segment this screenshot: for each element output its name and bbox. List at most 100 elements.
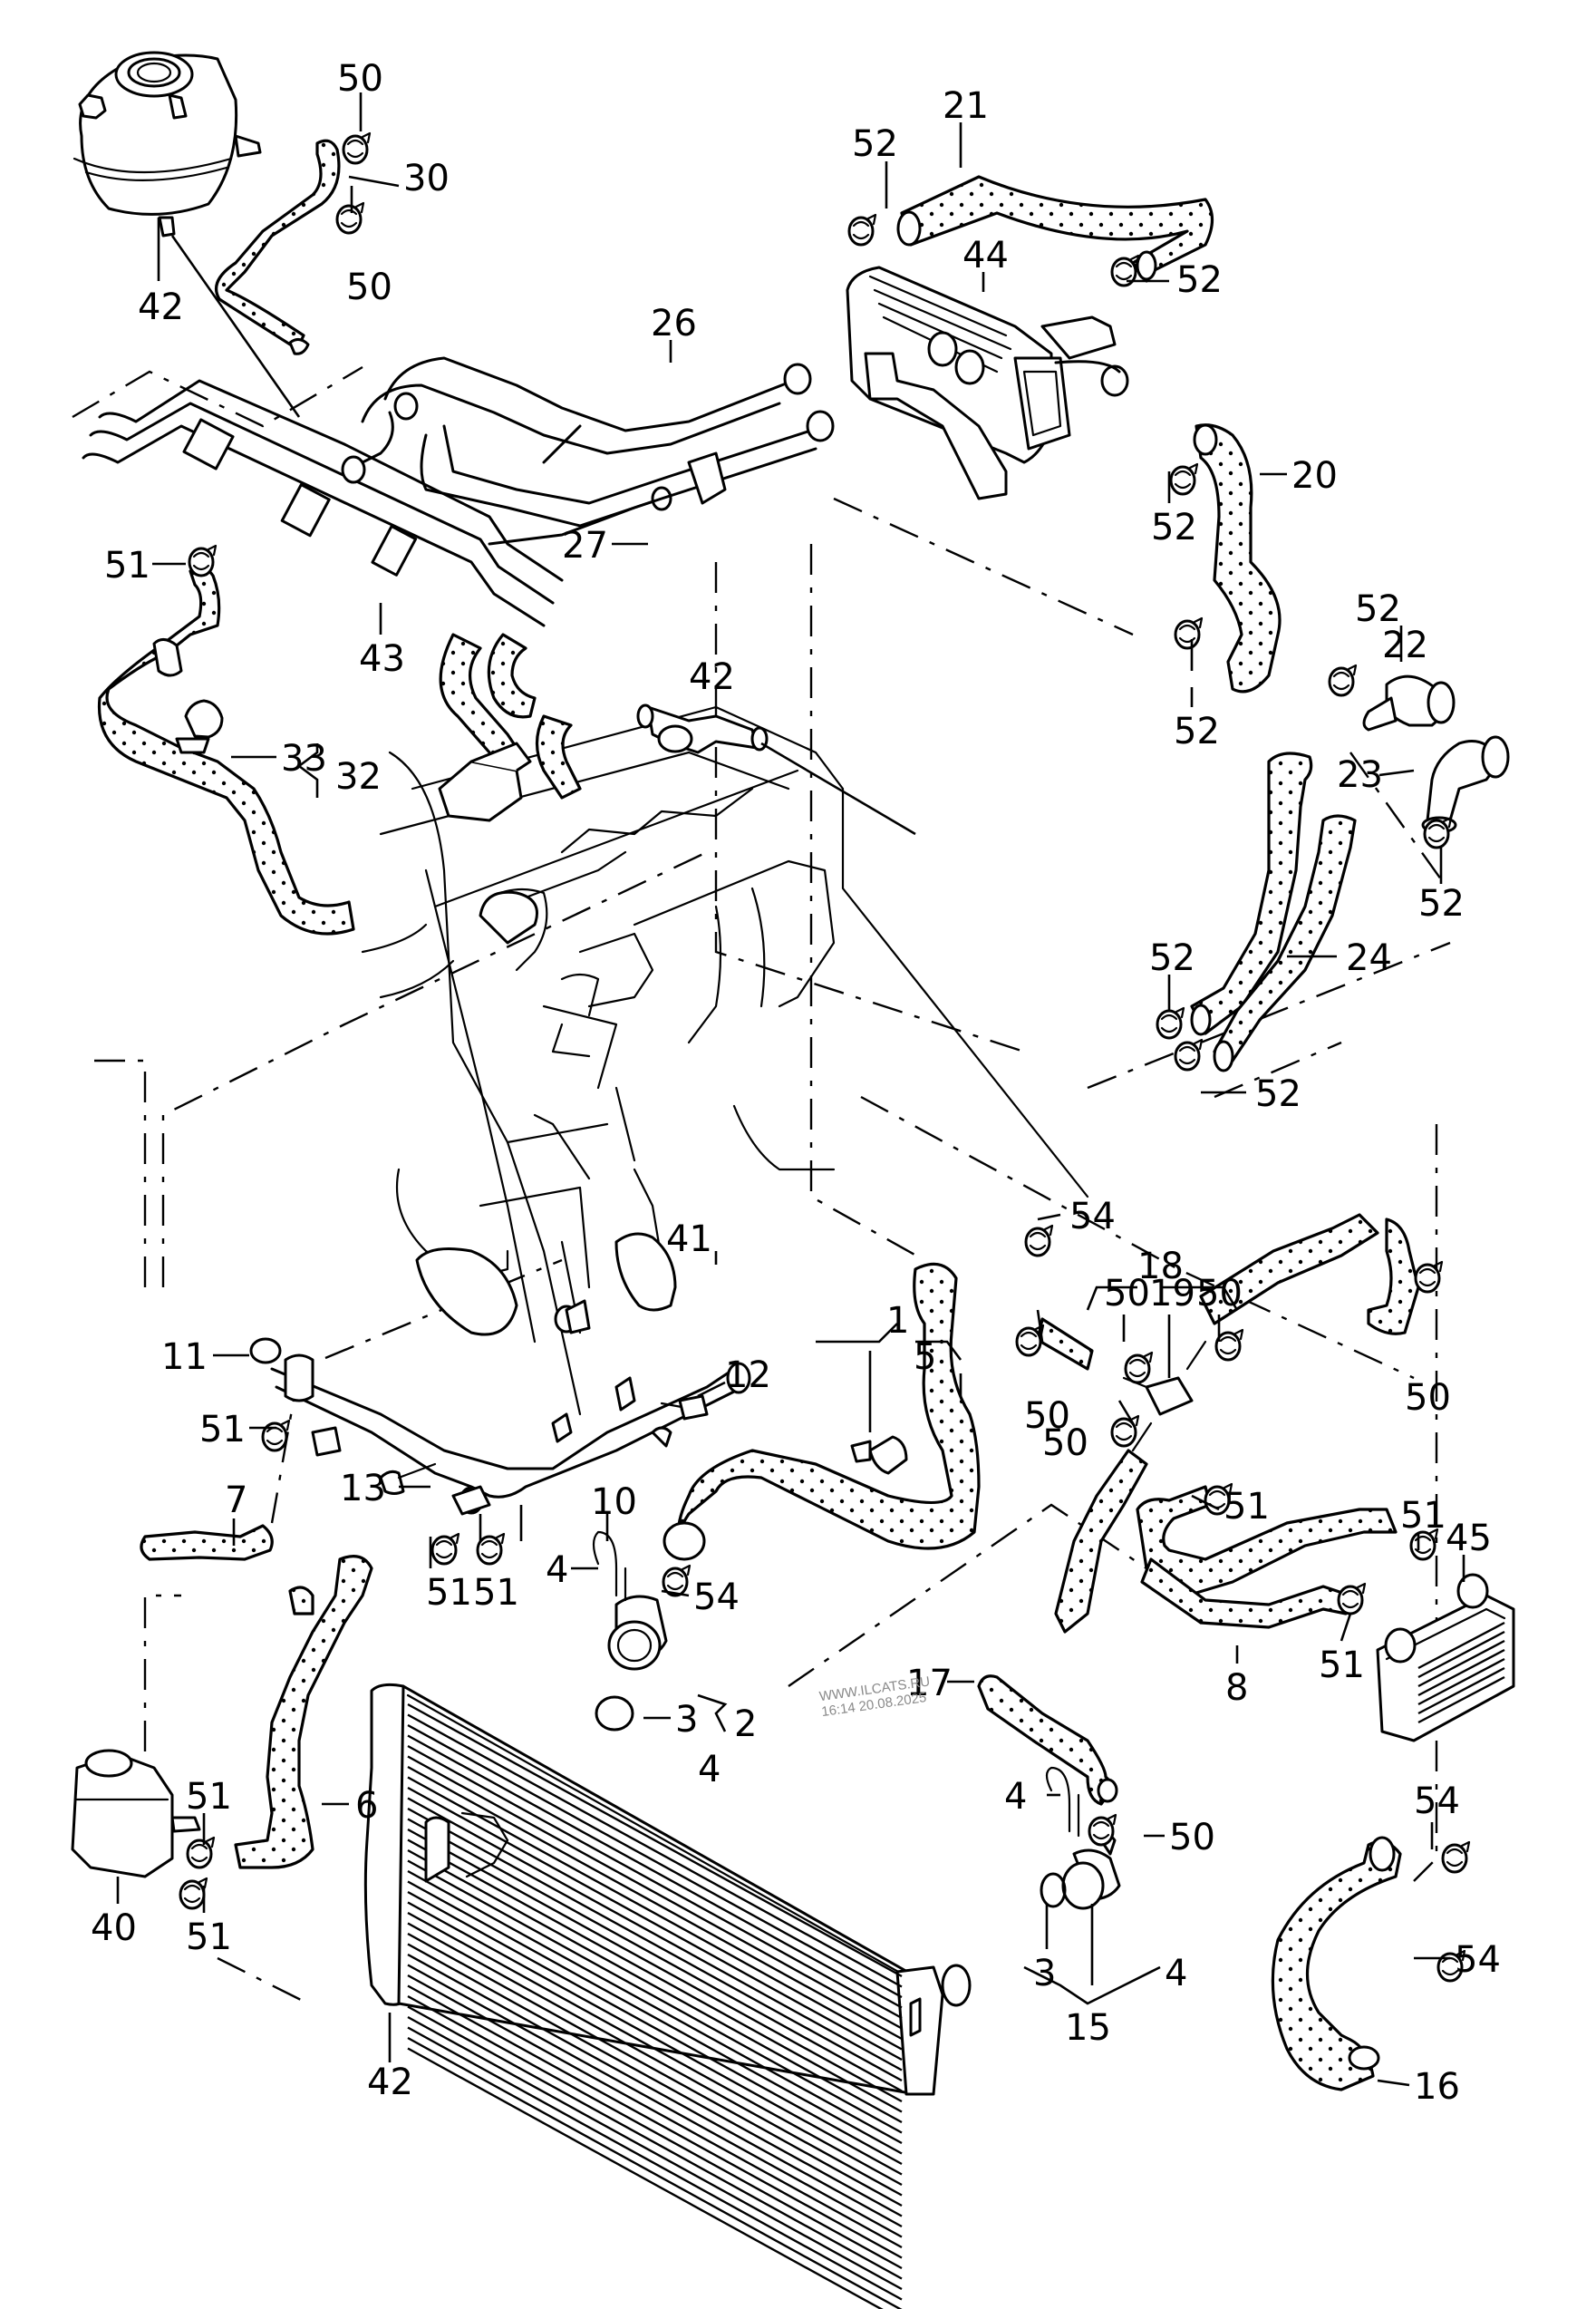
callout-52[interactable]: 52 [1418, 883, 1465, 925]
callout-7[interactable]: 7 [225, 1480, 247, 1521]
radiator-fin [407, 2026, 903, 2301]
callout-2[interactable]: 2 [734, 1703, 757, 1745]
callout-52[interactable]: 52 [1255, 1073, 1301, 1115]
hose-assembly-1 [663, 1262, 981, 1561]
callout-42[interactable]: 42 [689, 656, 735, 698]
callout-24[interactable]: 24 [1346, 937, 1392, 979]
coolant-hose-7 [140, 1524, 274, 1561]
callout-54[interactable]: 54 [1455, 1939, 1501, 1981]
callout-50[interactable]: 50 [1169, 1817, 1215, 1858]
callout-52[interactable]: 52 [1174, 711, 1220, 752]
callout-51[interactable]: 51 [1319, 1644, 1365, 1686]
callout-44[interactable]: 44 [962, 235, 1009, 276]
callout-45[interactable]: 45 [1446, 1518, 1492, 1559]
callout-16[interactable]: 16 [1414, 2066, 1460, 2108]
callout-50[interactable]: 50 [1042, 1422, 1088, 1464]
callout-8[interactable]: 8 [1225, 1667, 1248, 1709]
callout-41[interactable]: 41 [666, 1218, 712, 1260]
callout-42[interactable]: 42 [367, 2062, 413, 2103]
callout-18[interactable]: 18 [1137, 1246, 1184, 1287]
callout-40[interactable]: 40 [91, 1907, 137, 1949]
spring-clamp [1441, 1840, 1471, 1874]
callout-42[interactable]: 42 [138, 286, 184, 328]
expansion-tank [73, 51, 301, 418]
coolant-hose-6 [234, 1555, 373, 1869]
callout-4[interactable]: 4 [1004, 1776, 1027, 1818]
callout-26[interactable]: 26 [651, 303, 697, 344]
radiator-fin [407, 1786, 903, 2062]
callout-54[interactable]: 54 [1069, 1196, 1116, 1237]
callout-54[interactable]: 54 [1414, 1780, 1460, 1822]
coolant-hose-17 [977, 1674, 1118, 1806]
t-piece-42 [636, 703, 916, 836]
callout-11[interactable]: 11 [161, 1336, 208, 1378]
callout-51[interactable]: 51 [186, 1776, 232, 1818]
radiator-fin [407, 2036, 903, 2309]
radiator-fin [407, 1703, 903, 1978]
radiator-fin [407, 1922, 903, 2197]
callout-52[interactable]: 52 [1355, 588, 1401, 630]
o-ring-3b [1040, 1872, 1067, 1908]
callout-19[interactable]: 19 [1149, 1273, 1195, 1315]
callout-15[interactable]: 15 [1065, 2007, 1111, 2049]
callout-22[interactable]: 22 [1382, 625, 1428, 666]
callout-51[interactable]: 51 [1224, 1486, 1270, 1528]
callout-51[interactable]: 51 [186, 1916, 232, 1958]
spring-clamp [430, 1532, 460, 1566]
spring-clamps [179, 131, 1471, 1983]
callout-50[interactable]: 50 [337, 58, 383, 100]
callout-20[interactable]: 20 [1291, 455, 1338, 497]
callout-5[interactable]: 5 [914, 1336, 936, 1378]
callout-52[interactable]: 52 [1176, 259, 1223, 301]
callout-43[interactable]: 43 [359, 638, 405, 680]
radiator-fin [407, 2005, 903, 2280]
callout-51[interactable]: 51 [1400, 1495, 1446, 1537]
callout-54[interactable]: 54 [693, 1577, 740, 1618]
radiator-fin [407, 1994, 903, 2270]
callout-1[interactable]: 1 [886, 1300, 909, 1342]
callout-6[interactable]: 6 [355, 1785, 378, 1827]
callout-3[interactable]: 3 [675, 1699, 698, 1741]
callout-50[interactable]: 50 [1104, 1273, 1150, 1315]
callout-50[interactable]: 50 [1405, 1377, 1451, 1419]
heater-hoses-24 [1190, 752, 1357, 1072]
callout-52[interactable]: 52 [1149, 937, 1195, 979]
assembly-guide-lines [72, 365, 1451, 2005]
callout-32[interactable]: 32 [335, 756, 382, 798]
engine-block [361, 705, 1089, 1416]
spring-clamp [1174, 616, 1204, 650]
callout-27[interactable]: 27 [562, 525, 608, 567]
spring-clamp [1328, 664, 1358, 697]
spring-clamp [186, 1836, 216, 1869]
callout-50[interactable]: 50 [1196, 1273, 1243, 1315]
radiator-fin [407, 1890, 903, 2166]
spring-clamp [1337, 1582, 1367, 1615]
callout-51[interactable]: 51 [199, 1409, 246, 1450]
radiator-fin [407, 1807, 903, 2082]
callout-10[interactable]: 10 [591, 1481, 637, 1523]
spring-clamp [1110, 1414, 1140, 1448]
connecting-piece-15 [1045, 1766, 1121, 1910]
radiator-fin [407, 2047, 884, 2309]
callout-52[interactable]: 52 [1151, 507, 1197, 548]
coolant-hose-20 [1193, 423, 1282, 694]
callout-3[interactable]: 3 [1033, 1953, 1056, 1994]
callout-17[interactable]: 17 [906, 1663, 953, 1704]
callout-30[interactable]: 30 [403, 158, 450, 199]
spring-clamp [847, 213, 877, 247]
callout-4[interactable]: 4 [546, 1549, 568, 1591]
callout-4[interactable]: 4 [1165, 1953, 1187, 1994]
callout-13[interactable]: 13 [340, 1468, 386, 1509]
callout-4[interactable]: 4 [698, 1749, 721, 1790]
callout-50[interactable]: 50 [1024, 1395, 1070, 1437]
callout-51[interactable]: 51 [473, 1572, 519, 1614]
plug-41 [554, 1232, 677, 1334]
callout-51[interactable]: 51 [426, 1572, 472, 1614]
callout-50[interactable]: 50 [346, 267, 392, 308]
callout-12[interactable]: 12 [725, 1354, 771, 1396]
callout-51[interactable]: 51 [104, 545, 150, 587]
callout-33[interactable]: 33 [281, 738, 327, 780]
callout-21[interactable]: 21 [943, 85, 989, 127]
callout-23[interactable]: 23 [1337, 754, 1383, 796]
callout-52[interactable]: 52 [852, 123, 898, 165]
